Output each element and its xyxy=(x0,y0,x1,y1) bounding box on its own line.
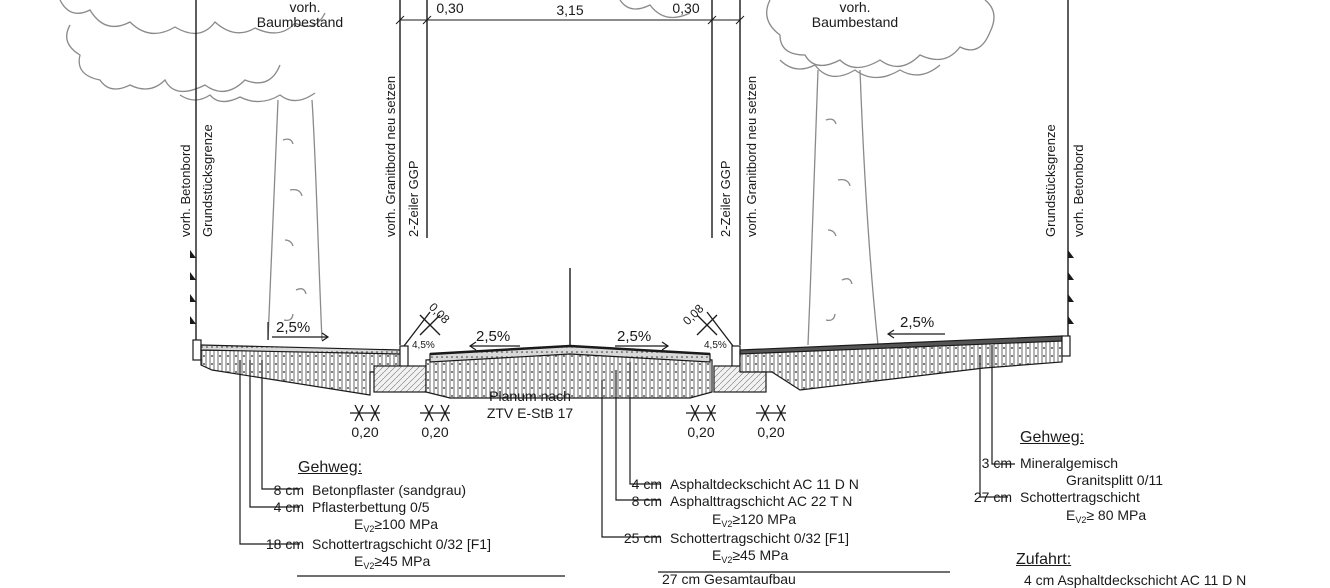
label-left-granitbord: vorh. Granitbord neu setzen xyxy=(383,75,398,237)
right-layer-4: EV2≥ 80 MPa xyxy=(1066,507,1147,525)
tree-label-left-2: Baumbestand xyxy=(256,14,344,30)
center-layer-5: EV2≥45 MPa xyxy=(712,547,789,565)
bottom-dim-3: 0,20 xyxy=(687,424,715,440)
slope-arrows xyxy=(267,322,945,351)
tree-label-left-1: vorh. xyxy=(289,0,321,15)
dim-left-margin: 0,30 xyxy=(436,0,464,16)
leader-lines xyxy=(239,345,1015,577)
right-section-2-heading: Zufahrt: xyxy=(1016,551,1072,568)
dim-right-margin: 0,30 xyxy=(672,0,700,16)
center-layer-3: EV2≥120 MPa xyxy=(712,511,797,529)
bottom-dim-4: 0,20 xyxy=(757,424,785,440)
slope-gutter-left: 4,5% xyxy=(412,340,435,351)
slope-sidewalk-left: 2,5% xyxy=(276,319,311,336)
bottom-dims xyxy=(350,404,786,422)
slope-sidewalk-right: 2,5% xyxy=(900,314,935,331)
slope-road-left: 2,5% xyxy=(476,328,511,345)
left-layer-5: EV2≥45 MPa xyxy=(354,553,431,571)
left-section-heading: Gehweg: xyxy=(298,459,363,476)
planum-line-1: Planum nach xyxy=(489,388,571,404)
right-section-2-cutoff: 4 cm Asphaltdeckschicht AC 11 D N xyxy=(1024,572,1247,588)
label-left-grundstueck: Grundstücksgrenze xyxy=(200,124,215,237)
label-left-zeiler: 2-Zeiler GGP xyxy=(406,160,421,237)
tree-left xyxy=(59,0,326,341)
right-section-heading: Gehweg: xyxy=(1020,429,1085,446)
dim-road-width: 3,15 xyxy=(556,2,584,18)
reference-lines xyxy=(195,0,1069,360)
label-right-grundstueck: Grundstücksgrenze xyxy=(1043,124,1058,237)
label-right-granitbord: vorh. Granitbord neu setzen xyxy=(744,75,759,237)
bottom-dim-2: 0,20 xyxy=(421,424,449,440)
left-layer-3: EV2≥100 MPa xyxy=(354,516,439,534)
tree-label-right-2: Baumbestand xyxy=(811,14,899,30)
pavement xyxy=(192,335,1071,399)
right-layer-2: Granitsplitt 0/11 xyxy=(1066,472,1164,488)
tree-right xyxy=(619,0,995,346)
center-cutoff: 27 cm Gesamtaufbau xyxy=(662,571,796,587)
bottom-dim-1: 0,20 xyxy=(351,424,379,440)
property-arrows xyxy=(190,250,1074,324)
curb-dims xyxy=(403,311,734,347)
tree-label-right-1: vorh. xyxy=(839,0,871,15)
slope-gutter-right: 4,5% xyxy=(704,340,727,351)
label-right-zeiler: 2-Zeiler GGP xyxy=(718,160,733,237)
planum-line-2: ZTV E-StB 17 xyxy=(486,405,574,421)
top-dimension xyxy=(395,15,745,25)
slope-road-right: 2,5% xyxy=(617,328,652,345)
label-right-betonbord: vorh. Betonbord xyxy=(1071,144,1086,237)
label-left-betonbord: vorh. Betonbord xyxy=(178,144,193,237)
